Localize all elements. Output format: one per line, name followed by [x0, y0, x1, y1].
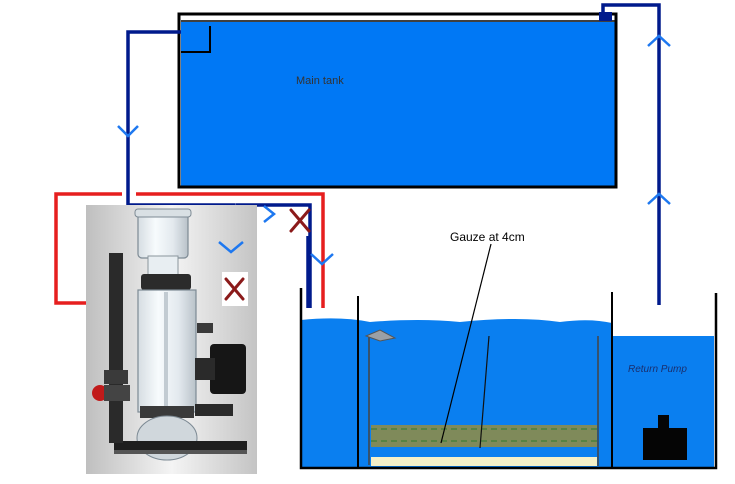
- protein-skimmer: [86, 205, 257, 474]
- skimmer-left-fitting: [104, 370, 128, 384]
- main-tank-water: [181, 22, 615, 186]
- return-pump-label: Return Pump: [628, 364, 687, 375]
- skimmer-base-collar: [140, 406, 194, 418]
- skimmer-pump-motor: [210, 344, 246, 394]
- gauze-clip: [364, 329, 397, 342]
- pump-icon: [643, 428, 687, 460]
- skimmer-feed-pipe-2: [136, 192, 325, 308]
- drain-branch-to-sump: [236, 203, 312, 308]
- main-tank: [177, 12, 618, 189]
- collection-cup: [137, 211, 189, 259]
- arrow-right-drain: [263, 205, 277, 223]
- blocked-marks: [222, 208, 311, 306]
- skimmer-injector: [195, 404, 233, 416]
- overflow-box: [181, 26, 211, 53]
- skimmer-left-pipe: [109, 253, 123, 443]
- skimmer-side-fitting: [197, 323, 213, 333]
- arrow-up-return-high: [647, 34, 671, 47]
- main-tank-outline: [177, 12, 618, 189]
- cup-collar: [141, 274, 191, 290]
- skimmer-valve-body: [104, 385, 130, 401]
- gauze-pointer-line: [440, 243, 492, 444]
- sump: [299, 288, 718, 470]
- arrow-up-return-low: [647, 192, 671, 205]
- return-pump: [643, 415, 687, 460]
- return-pipe: [601, 3, 661, 305]
- main-tank-label: Main tank: [296, 75, 344, 87]
- arrow-down-sump: [310, 253, 334, 266]
- x-mark-skimmer-icon: [224, 277, 245, 301]
- gauze-label: Gauze at 4cm: [450, 230, 525, 244]
- sump-outline: [299, 288, 718, 470]
- gauze-layer: [371, 425, 597, 447]
- return-pipe-nozzle: [599, 12, 612, 21]
- sump-floor: [371, 457, 597, 466]
- gauze-support: [479, 335, 490, 449]
- pump-outlet: [658, 415, 669, 430]
- x-mark-pipe-icon: [289, 208, 311, 233]
- arrow-down-drain: [117, 125, 139, 138]
- skimmer-stand: [114, 441, 247, 452]
- skimmer-feet: [114, 450, 247, 454]
- flow-arrows: [117, 34, 671, 266]
- skimmer-pump-head: [195, 358, 215, 380]
- cup-neck: [147, 255, 179, 277]
- arrow-down-skimmer: [218, 241, 244, 254]
- cup-lid: [134, 208, 192, 218]
